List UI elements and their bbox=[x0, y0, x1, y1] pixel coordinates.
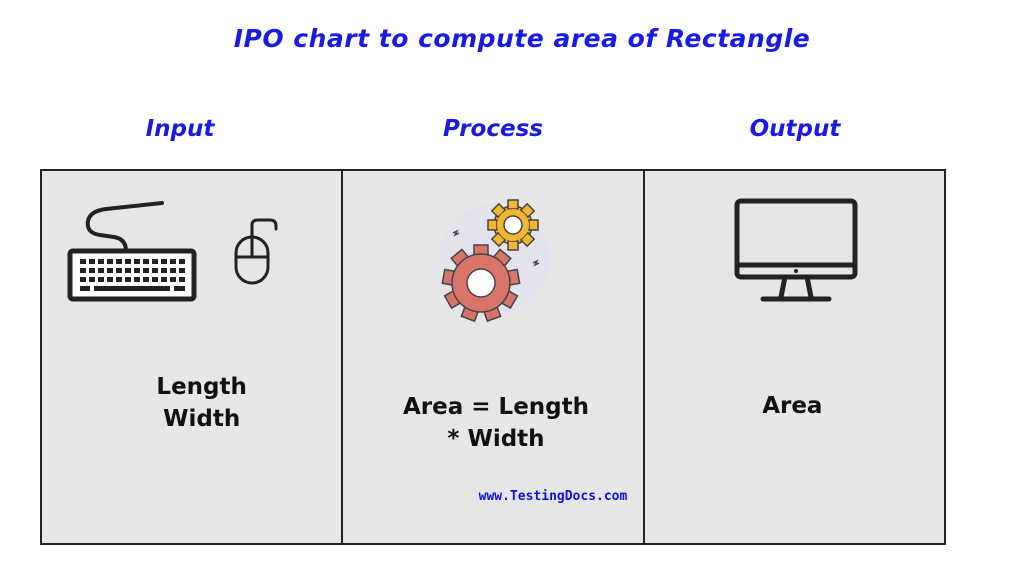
input-values: Length Width bbox=[156, 374, 247, 432]
chart-title: IPO chart to compute area of Rectangle bbox=[233, 24, 811, 53]
header-input: Input bbox=[145, 116, 215, 142]
ipo-table: Length Width bbox=[40, 169, 946, 545]
header-process: Process bbox=[443, 116, 543, 142]
gears-icon bbox=[440, 199, 551, 323]
monitor-icon bbox=[734, 198, 858, 302]
output-cell: Area bbox=[645, 171, 944, 543]
header-output: Output bbox=[749, 116, 841, 142]
process-formula: Area = Length * Width bbox=[402, 394, 589, 452]
input-cell: Length Width bbox=[42, 171, 344, 543]
output-value: Area bbox=[762, 393, 823, 419]
mouse-icon bbox=[234, 218, 278, 285]
keyboard-icon bbox=[67, 201, 197, 302]
testingdocs-link[interactable]: www.TestingDocs.com bbox=[478, 489, 628, 504]
process-cell: Area = Length * Width www.TestingDocs.co… bbox=[343, 171, 645, 543]
